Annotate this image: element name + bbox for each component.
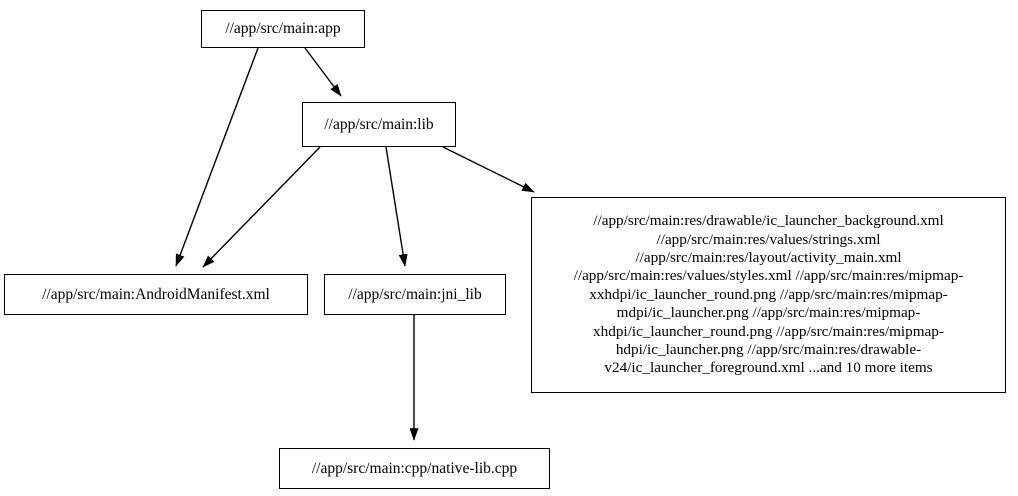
node-jni-lib-label: //app/src/main:jni_lib xyxy=(348,285,482,303)
edge-lib-to-res-group xyxy=(442,146,535,193)
node-jni-lib-target[interactable]: //app/src/main:jni_lib xyxy=(324,274,506,315)
node-res-group-label: //app/src/main:res/drawable/ic_launcher_… xyxy=(573,212,964,377)
node-app-label: //app/src/main:app xyxy=(225,20,341,38)
node-lib-target[interactable]: //app/src/main:lib xyxy=(302,102,456,147)
node-lib-label: //app/src/main:lib xyxy=(324,115,434,133)
node-app-target[interactable]: //app/src/main:app xyxy=(201,10,365,48)
edge-app-to-manifest xyxy=(175,47,259,267)
node-native-lib-cpp-target[interactable]: //app/src/main:cpp/native-lib.cpp xyxy=(279,448,550,489)
edge-lib-to-manifest xyxy=(202,146,321,268)
edge-app-to-lib xyxy=(304,47,342,97)
node-android-manifest-target[interactable]: //app/src/main:AndroidManifest.xml xyxy=(4,274,308,315)
node-native-lib-cpp-label: //app/src/main:cpp/native-lib.cpp xyxy=(311,459,518,477)
edge-lib-to-jni-lib xyxy=(385,146,408,267)
node-res-group-target[interactable]: //app/src/main:res/drawable/ic_launcher_… xyxy=(531,197,1006,393)
node-android-manifest-label: //app/src/main:AndroidManifest.xml xyxy=(42,285,270,303)
